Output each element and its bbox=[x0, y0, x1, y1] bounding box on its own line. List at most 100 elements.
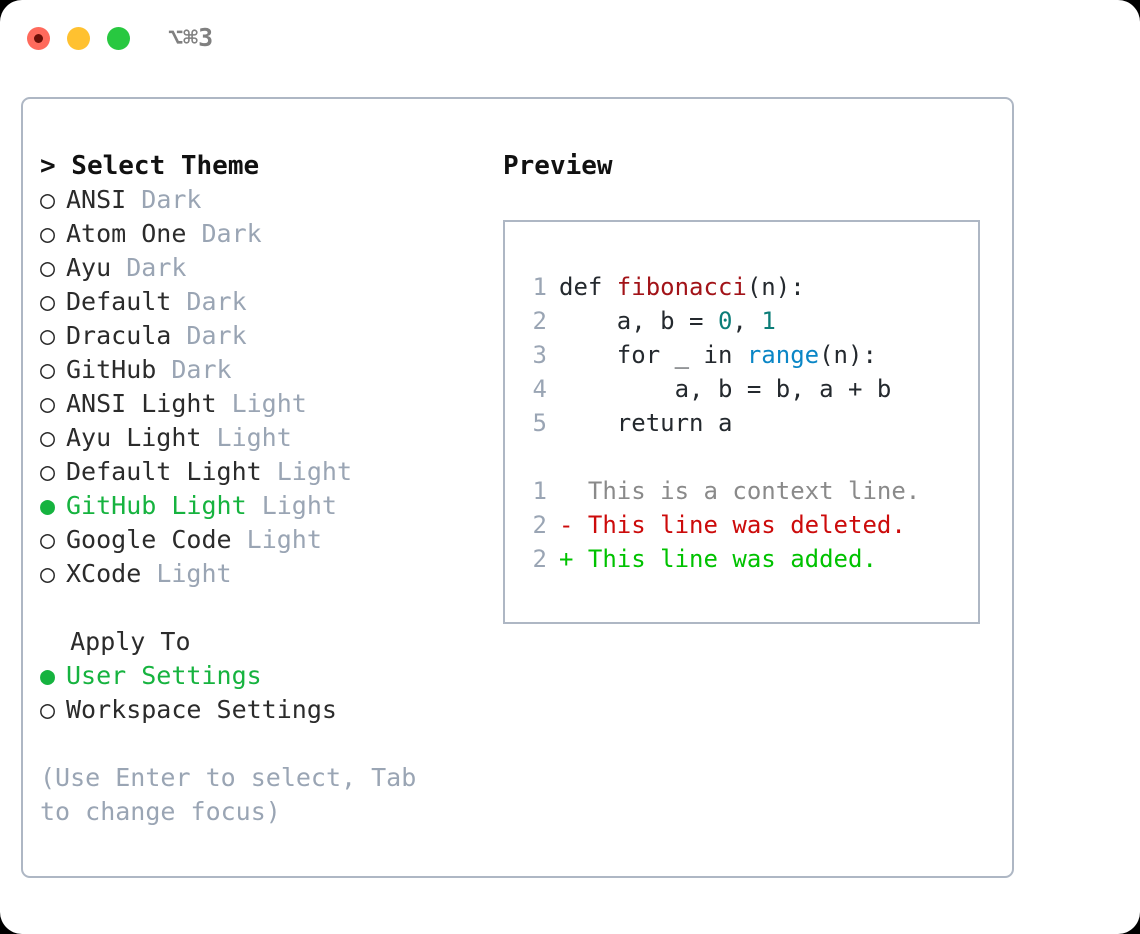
theme-picker-card: > Select Theme ○ANSI Dark○Atom One Dark○… bbox=[21, 97, 1014, 878]
minimize-window-button[interactable] bbox=[67, 27, 90, 50]
theme-variant-tag: Light bbox=[261, 491, 337, 520]
theme-option-label: Google Code bbox=[66, 525, 232, 554]
radio-unselected-icon: ○ bbox=[40, 525, 56, 554]
code-token: a, b = b, a + b bbox=[559, 375, 892, 403]
theme-option-row[interactable]: ○Ayu Dark bbox=[40, 251, 500, 285]
code-line: 1 def fibonacci(n): bbox=[519, 270, 972, 304]
theme-option-row[interactable]: ○ Dracula Dark bbox=[40, 319, 500, 353]
diff-text: This is a context line. bbox=[587, 477, 921, 505]
theme-variant-tag: Light bbox=[246, 525, 322, 554]
line-number: 4 bbox=[532, 375, 547, 403]
diff-line: 2 + This line was added. bbox=[519, 542, 972, 576]
code-token: , bbox=[732, 307, 762, 335]
theme-variant-tag: Dark bbox=[186, 321, 247, 350]
code-token: fibonacci bbox=[616, 273, 747, 301]
theme-option-label: Default Light bbox=[66, 457, 262, 486]
code-line: 4 a, b = b, a + b bbox=[519, 372, 972, 406]
theme-variant-tag: Dark bbox=[171, 355, 232, 384]
line-number: 1 bbox=[532, 477, 547, 505]
radio-unselected-icon: ○ bbox=[40, 185, 56, 214]
theme-option-label: Dracula bbox=[66, 321, 172, 350]
code-token: 1 bbox=[761, 307, 776, 335]
radio-unselected-icon: ○ bbox=[40, 389, 56, 418]
theme-option-row[interactable]: ○ ANSI Dark bbox=[40, 183, 500, 217]
apply-to-option-row[interactable]: ● User Settings bbox=[40, 659, 500, 693]
code-token: for _ in bbox=[559, 341, 747, 369]
diff-line: 1 This is a context line. bbox=[519, 474, 972, 508]
theme-variant-tag: Dark bbox=[126, 253, 187, 282]
theme-selection-pane: > Select Theme ○ANSI Dark○Atom One Dark○… bbox=[40, 149, 500, 829]
theme-option-row[interactable]: ○Default Light Light bbox=[40, 455, 500, 489]
theme-list: ○ANSI Dark○Atom One Dark○Ayu Dark○Defaul… bbox=[40, 183, 500, 591]
line-number: 3 bbox=[532, 341, 547, 369]
code-token: range bbox=[746, 341, 820, 369]
theme-option-row[interactable]: ○XCode Light bbox=[40, 557, 500, 591]
theme-variant-tag: Light bbox=[276, 457, 352, 486]
radio-unselected-icon: ○ bbox=[40, 695, 56, 724]
line-number: 5 bbox=[532, 409, 547, 437]
apply-to-option-label: User Settings bbox=[66, 661, 262, 690]
diff-marker: - bbox=[559, 511, 588, 539]
diff-text: This line was added. bbox=[587, 545, 877, 573]
title-bar: ⌥⌘3 bbox=[0, 0, 1140, 78]
theme-option-row[interactable]: ●GitHub Light Light bbox=[40, 489, 500, 523]
apply-to-option-label: Workspace Settings bbox=[66, 695, 337, 724]
theme-variant-tag: Dark bbox=[201, 219, 262, 248]
theme-option-row[interactable]: ○ Default Dark bbox=[40, 285, 500, 319]
code-line: 3 for _ in range(n): bbox=[519, 338, 972, 372]
code-line: 2 a, b = 0, 1 bbox=[519, 304, 972, 338]
close-window-button[interactable] bbox=[27, 27, 50, 50]
apply-to-option-row[interactable]: ○ Workspace Settings bbox=[40, 693, 500, 727]
line-number: 2 bbox=[532, 511, 547, 539]
maximize-window-button[interactable] bbox=[107, 27, 130, 50]
line-number: 2 bbox=[532, 545, 547, 573]
line-number: 2 bbox=[532, 307, 547, 335]
code-token: a, b = bbox=[559, 307, 718, 335]
radio-unselected-icon: ○ bbox=[40, 287, 56, 316]
keyboard-hint-text: (Use Enter to select, Tab to change focu… bbox=[40, 763, 432, 826]
theme-variant-tag: Light bbox=[231, 389, 307, 418]
radio-selected-icon: ● bbox=[40, 661, 56, 690]
theme-option-row[interactable]: ○Ayu Light Light bbox=[40, 421, 500, 455]
theme-variant-tag: Dark bbox=[186, 287, 247, 316]
theme-option-label: Default bbox=[66, 287, 172, 316]
theme-variant-tag: Light bbox=[156, 559, 232, 588]
radio-unselected-icon: ○ bbox=[40, 219, 56, 248]
theme-option-row[interactable]: ○ ANSI Light Light bbox=[40, 387, 500, 421]
code-line: 5 return a bbox=[519, 406, 972, 440]
theme-option-row[interactable]: ○ Google Code Light bbox=[40, 523, 500, 557]
code-token: 0 bbox=[717, 307, 733, 335]
theme-option-label: GitHub Light bbox=[66, 491, 247, 520]
radio-unselected-icon: ○ bbox=[40, 321, 56, 350]
code-diff-spacer bbox=[519, 440, 972, 474]
keyboard-shortcut-label: ⌥⌘3 bbox=[168, 23, 214, 52]
preview-heading: Preview bbox=[503, 151, 613, 181]
theme-option-label: Ayu Light bbox=[66, 423, 202, 452]
theme-variant-tag: Dark bbox=[141, 185, 202, 214]
theme-option-row[interactable]: ○ Atom One Dark bbox=[40, 217, 500, 251]
apply-to-list: ● User Settings ○ Workspace Settings bbox=[40, 659, 500, 727]
line-number: 1 bbox=[532, 273, 547, 301]
radio-unselected-icon: ○ bbox=[40, 355, 56, 384]
diff-sample-lines: 1 This is a context line.2- This line wa… bbox=[519, 474, 972, 576]
theme-option-row[interactable]: ○GitHub Dark bbox=[40, 353, 500, 387]
theme-option-label: ANSI Light bbox=[66, 389, 217, 418]
code-token: (n): bbox=[819, 341, 877, 369]
diff-text: This line was deleted. bbox=[587, 511, 906, 539]
radio-unselected-icon: ○ bbox=[40, 559, 56, 588]
select-theme-heading: > Select Theme bbox=[40, 151, 260, 181]
theme-option-label: ANSI bbox=[66, 185, 127, 214]
theme-variant-tag: Light bbox=[216, 423, 292, 452]
diff-line: 2- This line was deleted. bbox=[519, 508, 972, 542]
theme-option-label: Ayu bbox=[66, 253, 112, 282]
diff-marker: + bbox=[559, 545, 588, 573]
theme-option-label: Atom One bbox=[66, 219, 187, 248]
code-token: (n): bbox=[746, 273, 805, 301]
diff-marker bbox=[559, 477, 588, 505]
code-token: def bbox=[559, 273, 617, 301]
